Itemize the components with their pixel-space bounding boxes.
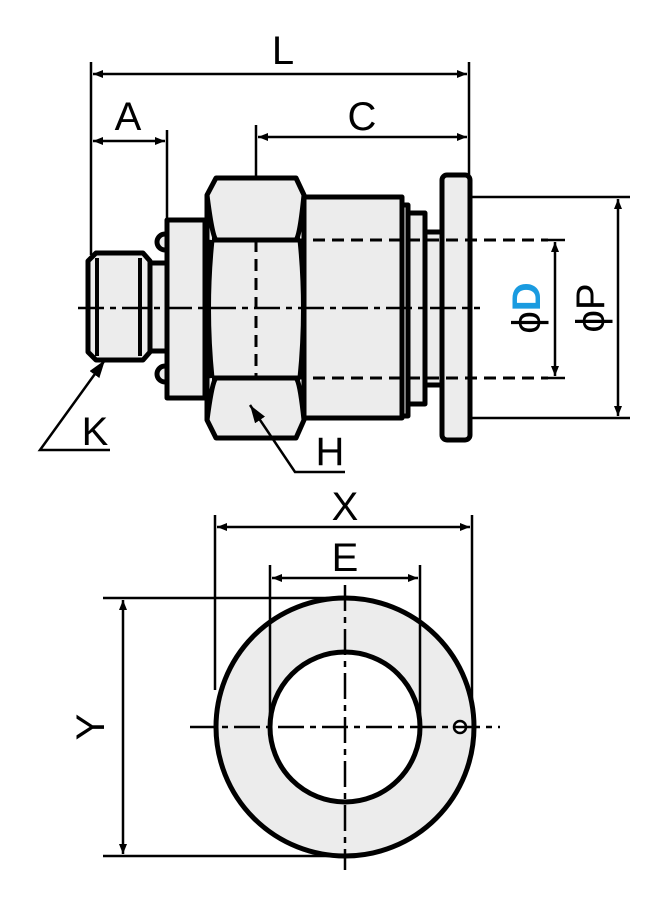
label-phi-D: ϕD — [505, 282, 549, 333]
front-view — [190, 585, 500, 870]
label-H: H — [316, 430, 345, 474]
leader-H — [248, 404, 345, 474]
label-phi-P: ϕP — [569, 283, 613, 332]
leader-K — [37, 359, 110, 452]
label-Y: Y — [69, 714, 113, 741]
thread — [85, 250, 153, 363]
label-L: L — [272, 29, 294, 73]
label-A: A — [115, 95, 142, 139]
label-X: X — [332, 485, 359, 529]
dimensions-front: X E Y — [69, 485, 474, 858]
label-C: C — [348, 95, 377, 139]
label-K: K — [82, 410, 109, 454]
dimensions-side: L A C ϕD ϕP K H — [37, 29, 630, 474]
side-view — [78, 172, 548, 443]
label-E: E — [332, 536, 359, 580]
